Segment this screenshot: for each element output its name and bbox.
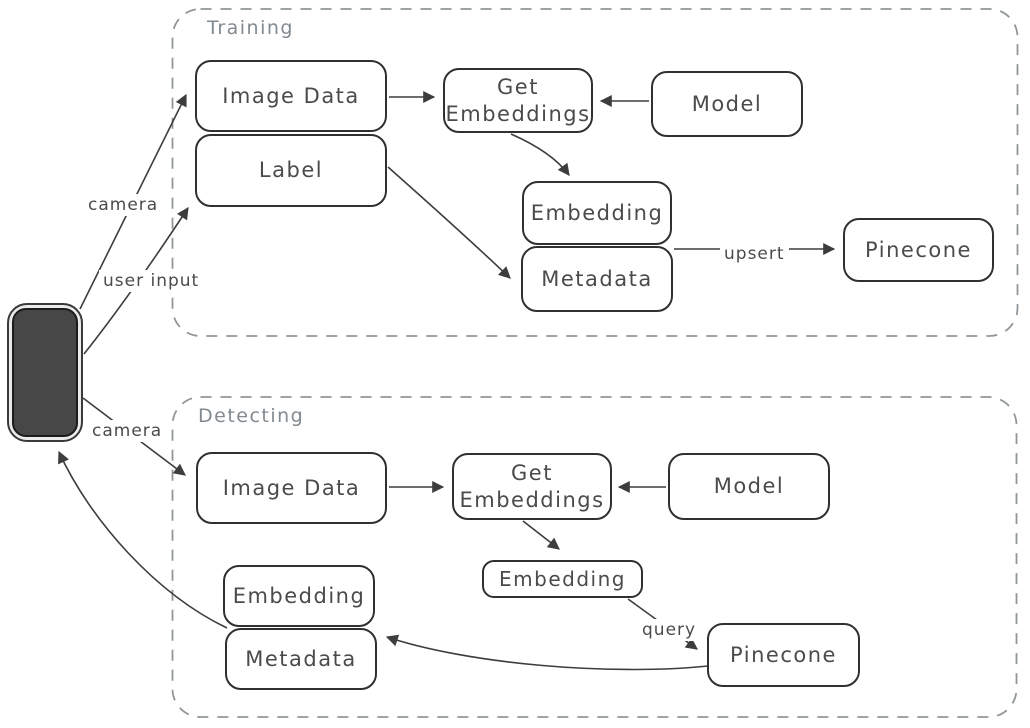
node-pinecone-detecting: Pinecone (707, 623, 860, 687)
node-metadata-training: Metadata (521, 246, 673, 312)
training-group-frame (171, 8, 1019, 337)
arrow-label-to-metadata-training (387, 166, 511, 279)
arrow-pinecone-to-metadata-detecting (385, 634, 709, 671)
node-image-data-training: Image Data (195, 60, 387, 132)
arrow-results-to-phone (58, 450, 228, 629)
arrow-get-embeddings-to-embedding-detecting (522, 520, 560, 550)
node-label-training: Label (195, 134, 387, 207)
node-pinecone-training: Pinecone (843, 218, 994, 282)
node-get-embeddings-detecting: Get Embeddings (452, 453, 612, 520)
node-embedding-result-detecting: Embedding (223, 565, 375, 627)
node-embedding-detecting: Embedding (482, 560, 643, 598)
phone-device (7, 303, 83, 442)
arrow-get-embeddings-to-embedding-training (510, 133, 570, 176)
detecting-group-title: Detecting (198, 405, 305, 427)
edge-label-camera-detecting: camera (88, 420, 167, 442)
node-model-detecting: Model (668, 453, 830, 520)
edge-label-upsert: upsert (720, 243, 789, 265)
edge-label-camera-training: camera (84, 194, 163, 216)
node-get-embeddings-training: Get Embeddings (443, 68, 593, 133)
node-image-data-detecting: Image Data (196, 452, 387, 524)
detecting-group-frame (171, 396, 1018, 718)
edge-label-user-input: user input (99, 270, 204, 292)
edge-label-query: query (638, 619, 701, 641)
training-group-title: Training (207, 17, 294, 39)
node-metadata-detecting: Metadata (225, 628, 377, 690)
node-embedding-training: Embedding (522, 181, 672, 245)
node-model-training: Model (651, 71, 803, 137)
phone-screen (12, 308, 78, 437)
